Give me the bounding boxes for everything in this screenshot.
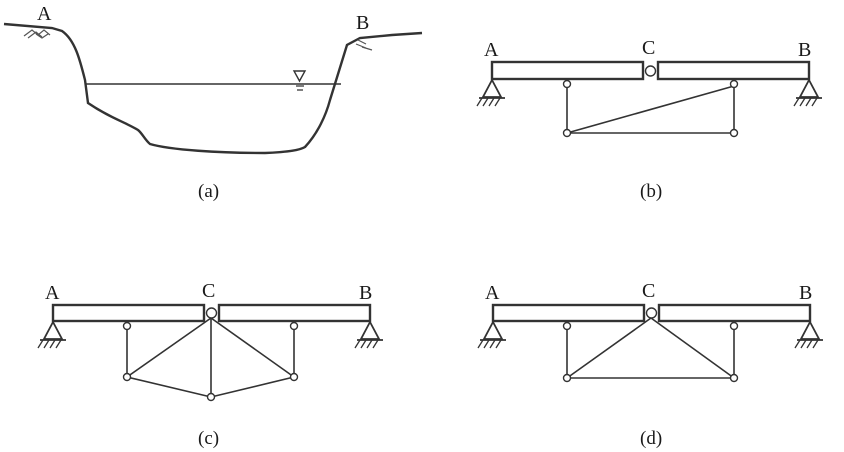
hinge-c [205,307,218,319]
label-c: C [202,280,215,302]
ground-hatch-icon [23,29,51,39]
label-b: B [799,282,812,304]
caption-d: (d) [640,428,662,449]
ground-hatch-icon [355,39,373,51]
label-a: A [37,3,52,25]
pin-support-icon [37,321,67,349]
caption-a: (a) [198,181,219,202]
label-a: A [45,282,60,304]
hinge-c [644,65,657,77]
panel-b-truss-beam: A C B (b) [476,37,823,202]
label-b: B [359,282,372,304]
water-level-icon [292,70,307,83]
pin-support-icon [476,79,506,107]
pin-support-icon [354,321,384,349]
label-c: C [642,37,655,59]
pin-support-icon [793,79,823,107]
caption-c: (c) [198,428,219,449]
beam-left [490,60,645,81]
label-b: B [356,12,369,34]
caption-b: (b) [640,181,662,202]
beam-right [656,60,811,81]
pin-support-icon [794,321,824,349]
label-c: C [642,280,655,302]
label-b: B [798,39,811,61]
river-bank-profile [3,22,423,155]
panel-c-truss-beam: A C B (c) [37,280,384,449]
beam-right [217,303,372,323]
panel-a-river-section: A B (a) [3,3,423,202]
label-a: A [485,282,500,304]
beam-right [657,303,812,323]
hinge-c [645,307,658,319]
panel-d-truss-beam: A C B (d) [477,280,824,449]
pin-support-icon [477,321,507,349]
beam-left [491,303,646,323]
beam-left [51,303,206,323]
label-a: A [484,39,499,61]
